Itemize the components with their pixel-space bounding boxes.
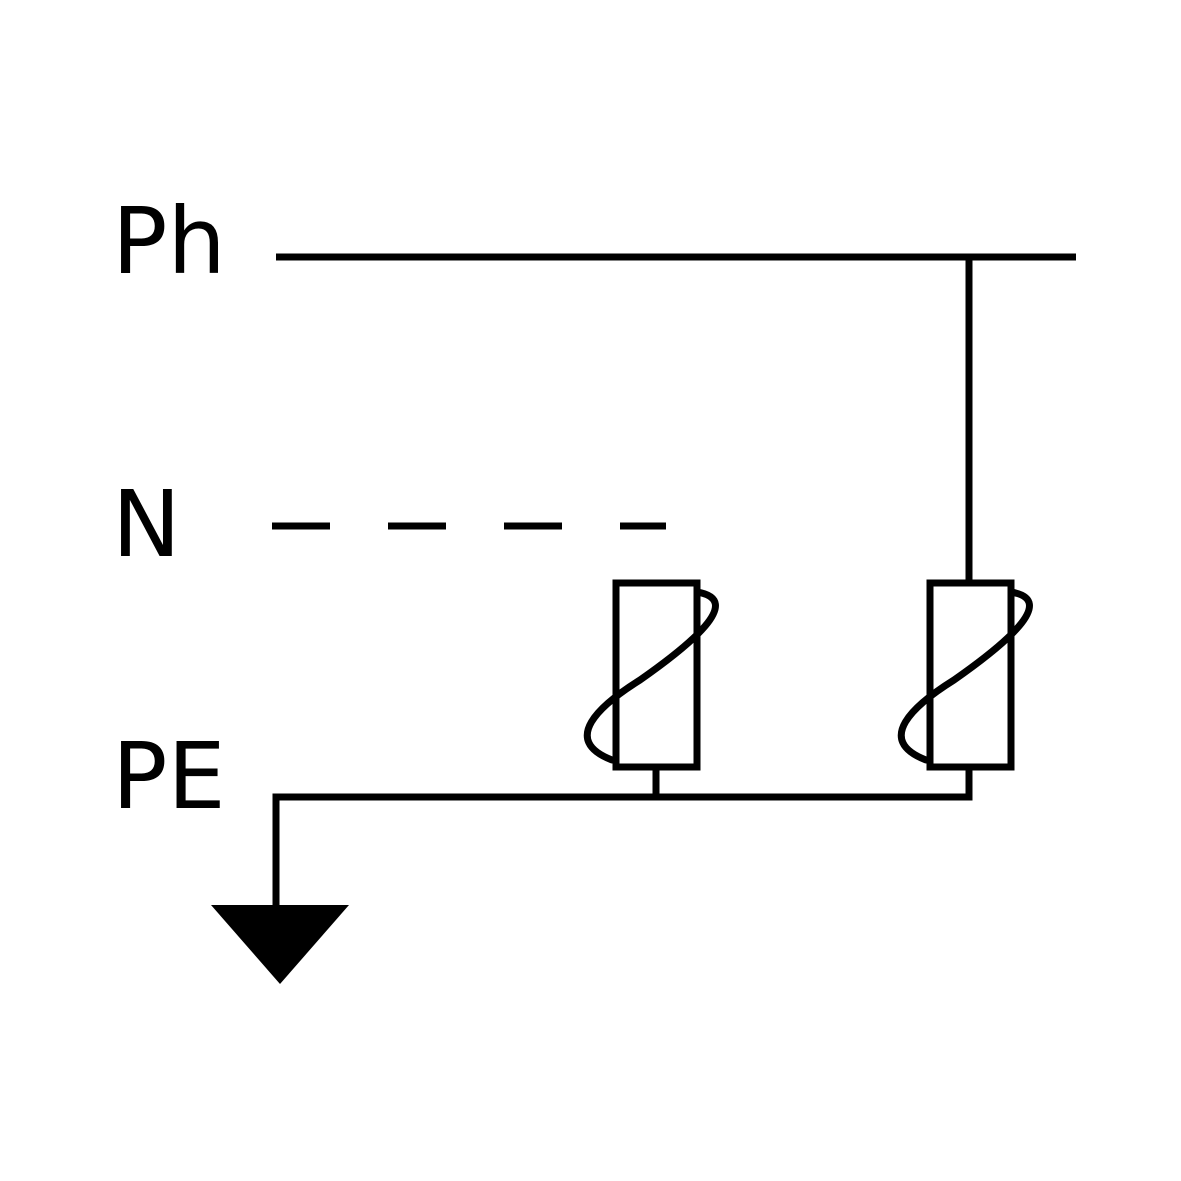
varistor-curve-right	[897, 588, 1033, 764]
varistor-curve-left	[583, 588, 719, 764]
varistor-icon	[583, 579, 719, 771]
pe-label: PE	[112, 723, 226, 830]
neutral-label: N	[112, 471, 181, 578]
phase-label: Ph	[112, 188, 226, 295]
varistor-body-right	[926, 579, 1015, 771]
ground-icon	[211, 905, 349, 984]
pe-line	[272, 767, 973, 908]
varistor-body-left	[612, 579, 701, 771]
varistor-icon	[897, 579, 1033, 771]
